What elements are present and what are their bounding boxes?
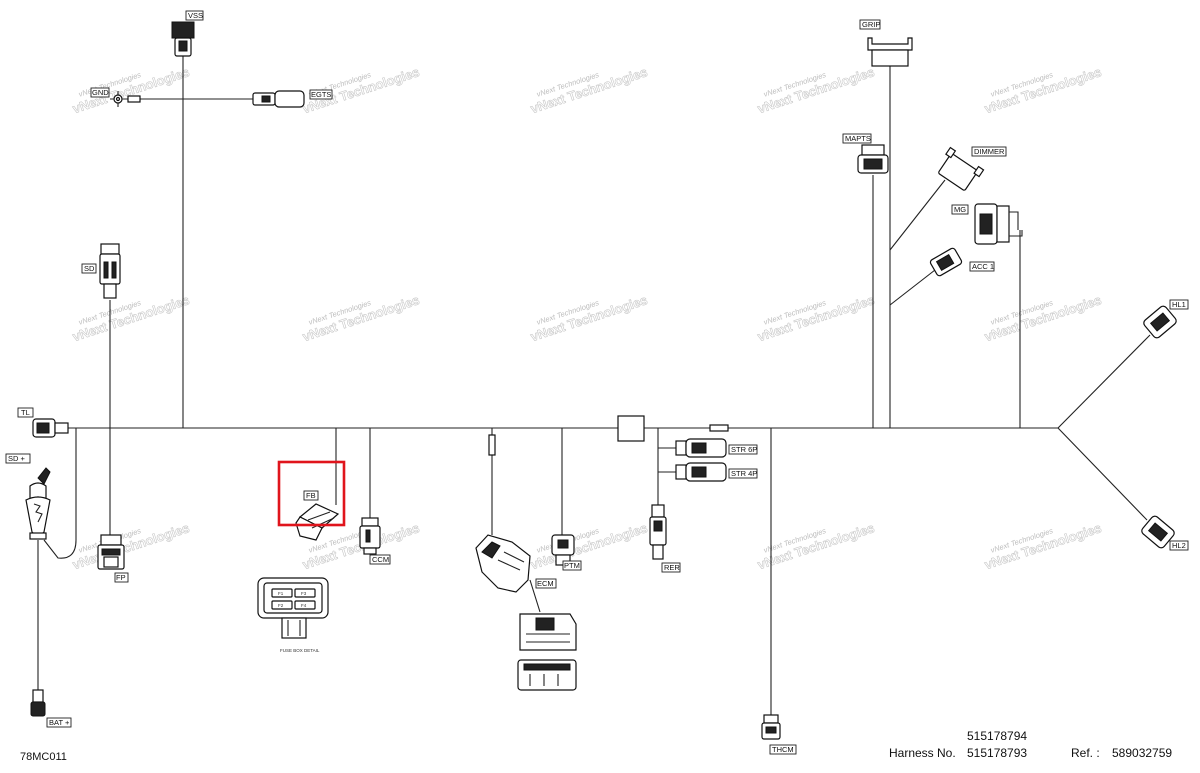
harness-number-label: Harness No. (889, 746, 956, 760)
watermark: vNext Technologies vNext Technologies (982, 292, 1103, 345)
hl2-connector[interactable]: HL2 (1140, 515, 1189, 551)
svg-text:FUSE BOX DETAIL: FUSE BOX DETAIL (280, 648, 320, 653)
fuse-box-detail: F1 F3 F2 F4 FUSE BOX DETAIL (257, 577, 329, 653)
harness-number: 515178793 (967, 746, 1028, 760)
svg-text:F3: F3 (301, 591, 307, 596)
harness-wires (37, 56, 1151, 715)
watermark: vNext Technologies vNext Technologies (528, 292, 649, 345)
svg-text:SD: SD (84, 264, 95, 273)
ecm-wire-c (529, 579, 541, 613)
svg-text:F2: F2 (278, 603, 284, 608)
watermark: vNext Technologies vNext Technologies (755, 64, 876, 117)
watermarks: vNext Technologies vNext Technologies vN… (70, 64, 1103, 573)
ecm-connector[interactable]: PTM ECM (475, 434, 582, 691)
document-code: 78MC011 (20, 751, 67, 763)
str4p-connector[interactable]: STR 4P (675, 462, 758, 482)
tl-connector[interactable]: TL (17, 407, 69, 438)
ccm-connector[interactable]: CCM (359, 517, 391, 565)
mapts-connector[interactable]: MAPTS (842, 133, 889, 174)
svg-text:TL: TL (21, 408, 30, 417)
reference-number: 589032759 (1112, 746, 1173, 760)
svg-text:STR 4P: STR 4P (731, 469, 757, 478)
watermark: vNext Technologies vNext Technologies (755, 292, 876, 345)
watermark: vNext Technologies vNext Technologies (300, 64, 421, 117)
watermark: vNext Technologies vNext Technologies (300, 292, 421, 345)
str6p-connector[interactable]: STR 6P (675, 438, 758, 458)
fb-highlight-box (277, 460, 346, 527)
svg-text:FB: FB (306, 491, 316, 500)
splice-box (617, 415, 645, 442)
svg-text:HL1: HL1 (1172, 300, 1186, 309)
svg-text:STR 6P: STR 6P (731, 445, 757, 454)
svg-text:F4: F4 (301, 603, 307, 608)
svg-text:ACC 1: ACC 1 (972, 262, 994, 271)
acc1-connector[interactable]: ACC 1 (929, 247, 995, 277)
hl1-connector[interactable]: HL1 (1142, 299, 1189, 339)
dimmer-switch[interactable]: DIMMER (935, 146, 1007, 193)
svg-text:GRIP: GRIP (862, 20, 880, 29)
svg-text:DIMMER: DIMMER (974, 147, 1005, 156)
hl1-wire (1057, 334, 1151, 429)
svg-text:THCM: THCM (772, 745, 794, 754)
svg-text:ECM: ECM (537, 579, 554, 588)
mg-connector[interactable]: MG (951, 203, 1023, 245)
svg-text:VSS: VSS (188, 11, 203, 20)
sd-plus-switch[interactable]: SD + (5, 453, 51, 540)
svg-text:BAT +: BAT + (49, 718, 70, 727)
svg-text:PTM: PTM (564, 561, 580, 570)
reference-label: Ref. : (1071, 746, 1100, 760)
watermark: vNext Technologies vNext Technologies (982, 64, 1103, 117)
svg-text:RER: RER (664, 563, 680, 572)
svg-text:SD +: SD + (8, 454, 26, 463)
gnd-terminal[interactable]: GND (90, 87, 141, 107)
watermark: vNext Technologies vNext Technologies (70, 292, 191, 345)
bat-plus-terminal[interactable]: BAT + (30, 689, 72, 728)
svg-text:CCM: CCM (372, 555, 389, 564)
watermark: vNext Technologies vNext Technologies (528, 520, 649, 573)
dimmer-wire (889, 179, 946, 251)
vss-connector[interactable]: VSS (171, 10, 204, 57)
egts-connector[interactable]: EGTS (252, 89, 333, 108)
hl2-wire (1057, 427, 1148, 521)
rer-connector[interactable]: RER (649, 504, 681, 573)
svg-text:FP: FP (116, 573, 126, 582)
grip-connector[interactable]: GRIP (859, 19, 913, 67)
watermark: vNext Technologies vNext Technologies (70, 520, 191, 573)
watermark: vNext Technologies vNext Technologies (982, 520, 1103, 573)
svg-text:MAPTS: MAPTS (845, 134, 871, 143)
part-number: 515178794 (967, 729, 1028, 743)
fb-connector[interactable]: FB (295, 490, 340, 541)
sd-plus-wire (43, 428, 77, 559)
svg-text:MG: MG (954, 205, 966, 214)
inline-fuse (709, 424, 729, 432)
watermark: vNext Technologies vNext Technologies (528, 64, 649, 117)
watermark: vNext Technologies vNext Technologies (70, 64, 191, 117)
svg-text:GND: GND (92, 88, 109, 97)
thcm-connector[interactable]: THCM (761, 714, 797, 755)
svg-text:HL2: HL2 (1172, 541, 1186, 550)
sd-connector[interactable]: SD (81, 243, 121, 299)
svg-text:EGTS: EGTS (311, 90, 331, 99)
fp-connector[interactable]: FP (97, 534, 129, 583)
acc1-wire (889, 269, 936, 306)
svg-text:F1: F1 (278, 591, 284, 596)
